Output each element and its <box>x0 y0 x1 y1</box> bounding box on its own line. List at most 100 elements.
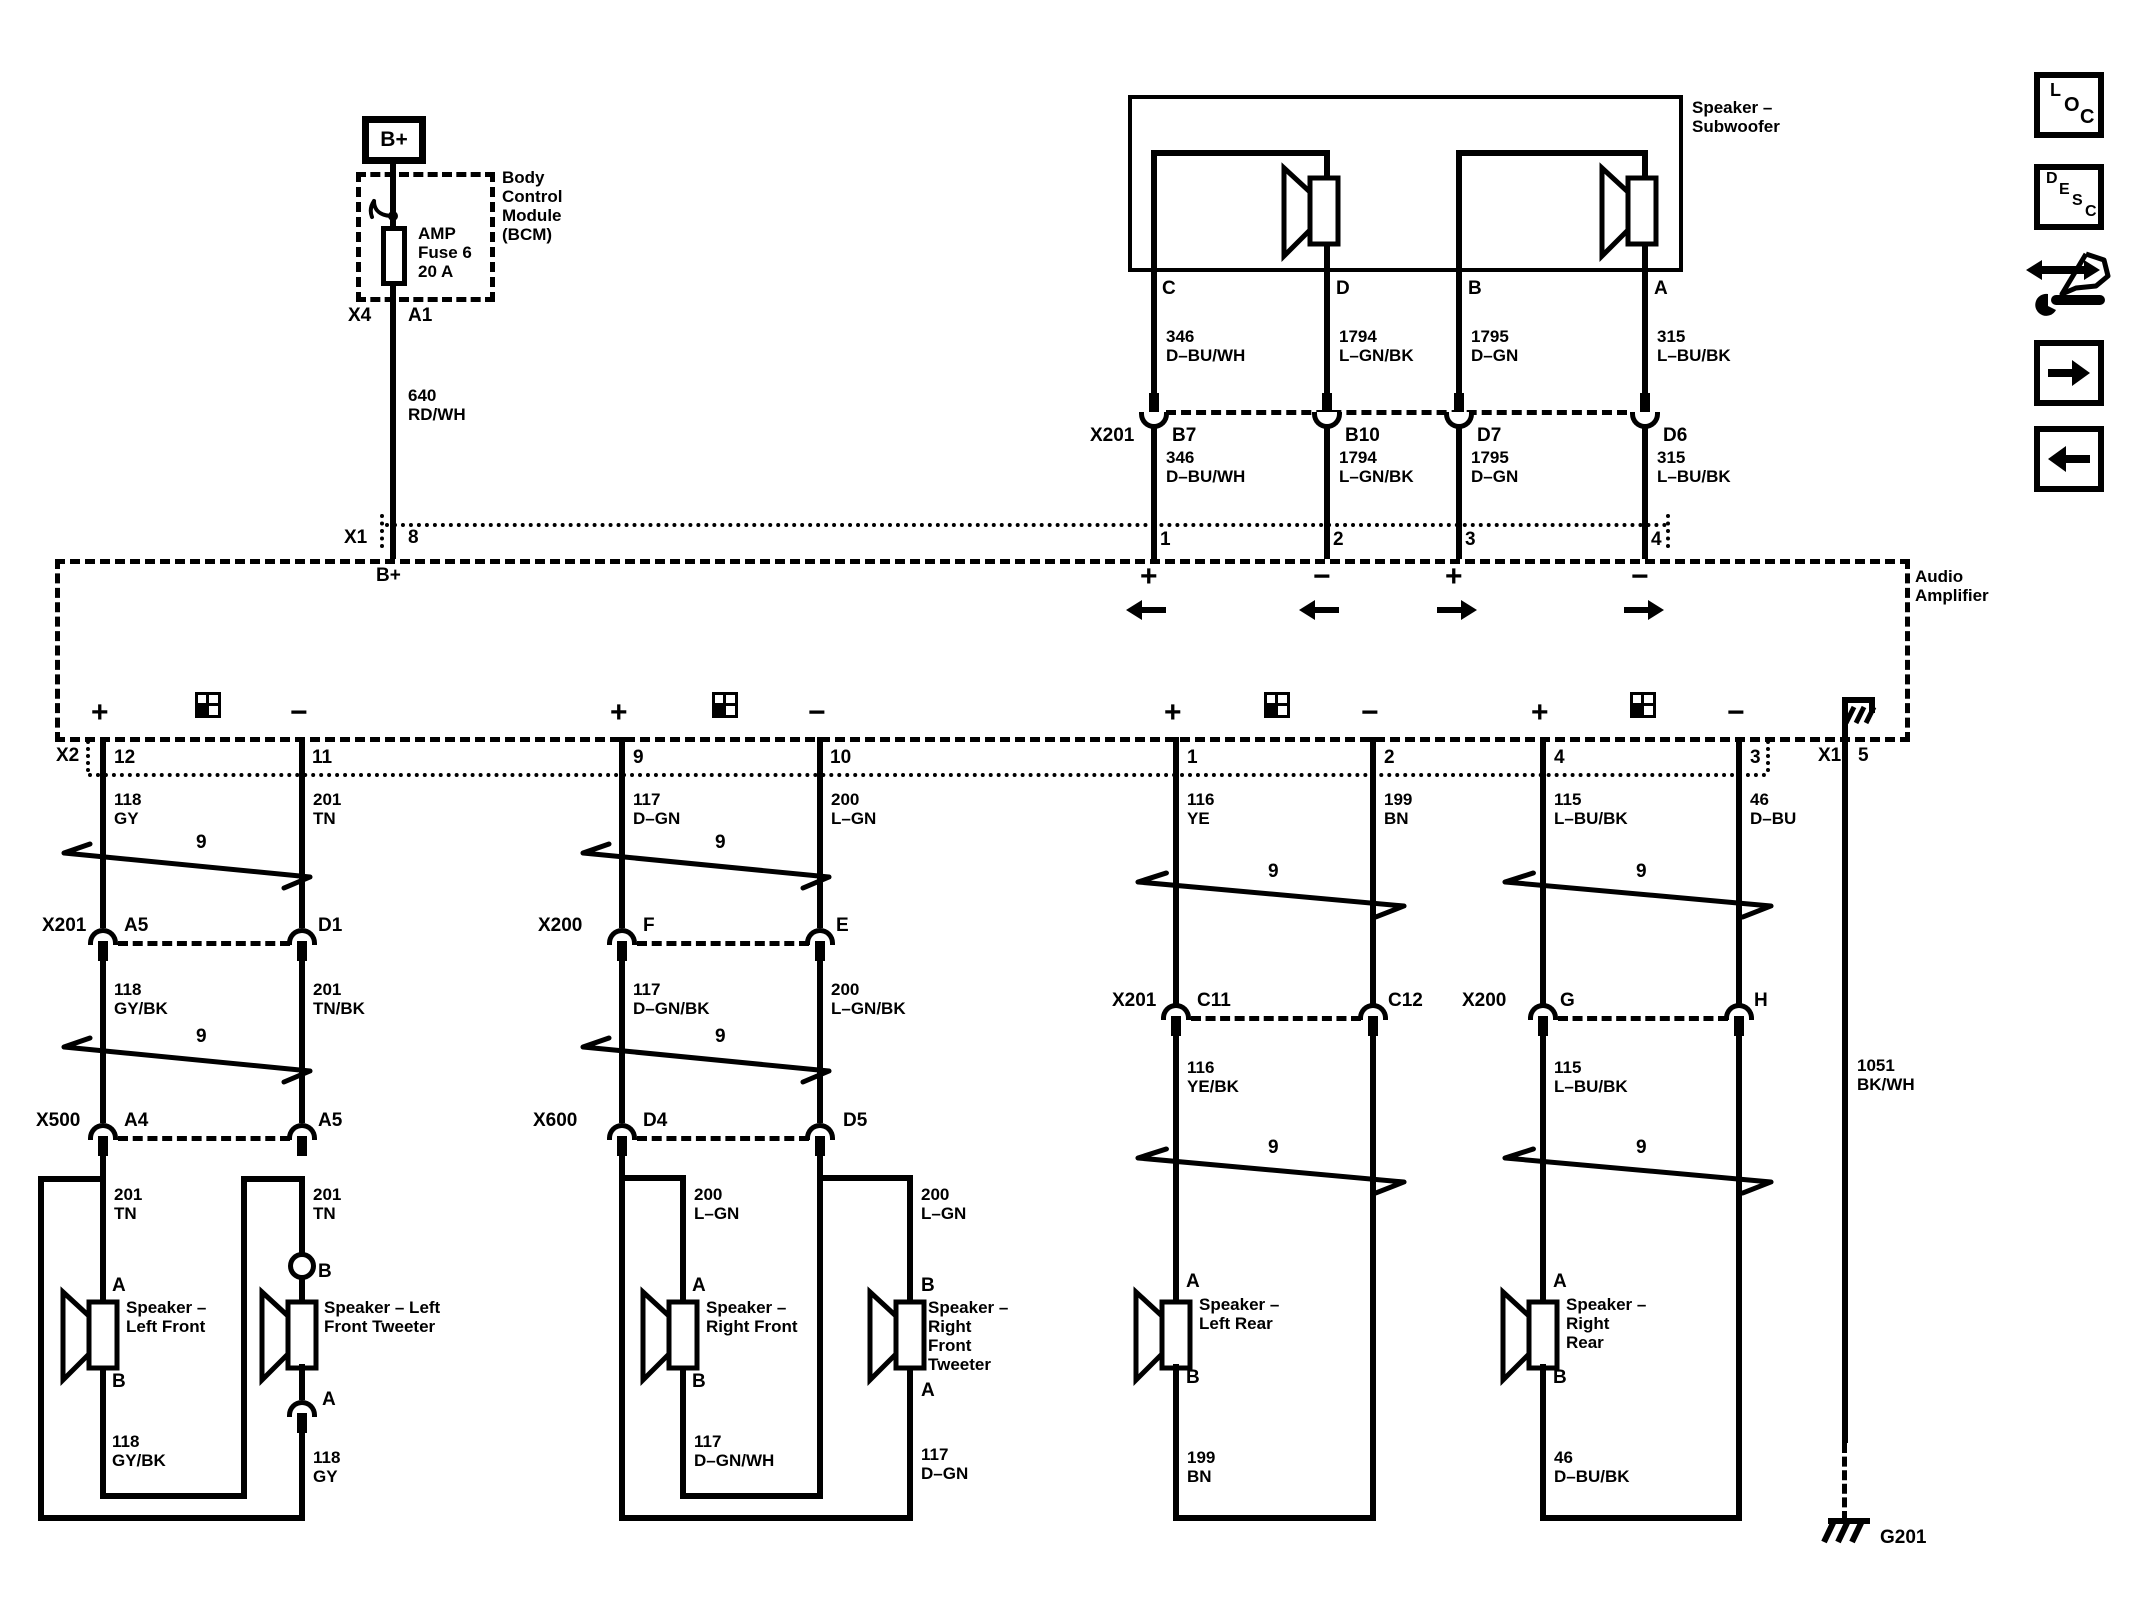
wire-label: 346 D–BU/WH <box>1166 327 1246 365</box>
polarity: − <box>1361 696 1379 729</box>
speaker-label: Speaker – Right Front Tweeter <box>928 1298 1009 1374</box>
connector-name: X201 <box>42 915 87 936</box>
polarity: + <box>1531 696 1549 729</box>
amp-pin-8: 8 <box>408 527 419 548</box>
connector-blade <box>98 941 108 961</box>
wire-label: 46 D–BU <box>1750 790 1797 828</box>
wire <box>1540 1033 1546 1310</box>
amp-pin-5: 5 <box>1858 745 1869 766</box>
connector-name: X201 <box>1112 990 1157 1011</box>
polarity: − <box>1727 696 1745 729</box>
wire <box>817 1153 823 1499</box>
wire <box>1324 424 1330 559</box>
wire <box>1456 264 1462 412</box>
connector-name: X600 <box>533 1110 578 1131</box>
connector-pin: D4 <box>643 1110 668 1131</box>
wire-label: 201 TN <box>114 1185 143 1223</box>
wire <box>907 1175 913 1310</box>
connector-line <box>1191 1016 1361 1021</box>
sub-pin: D <box>1336 278 1350 299</box>
connector-socket <box>607 1123 637 1140</box>
wire <box>241 1176 302 1182</box>
connector-line <box>118 941 290 946</box>
shield-count: 9 <box>715 832 726 853</box>
wire <box>1324 264 1330 412</box>
bcm-box-right <box>490 172 495 302</box>
wire-label: 46 D–BU/BK <box>1554 1448 1630 1486</box>
bcm-pin-a1: A1 <box>408 305 433 326</box>
wire-label: 315 L–BU/BK <box>1657 448 1731 486</box>
shield-window-icon <box>712 692 738 718</box>
wire-label: 118 GY <box>114 790 142 828</box>
connector-pin: H <box>1754 990 1768 1011</box>
connector-line <box>88 773 1768 777</box>
wire <box>907 1364 913 1521</box>
amp-pin: 3 <box>1465 529 1476 550</box>
shield-count: 9 <box>196 832 207 853</box>
wire <box>817 1175 913 1181</box>
speaker-pin: B <box>1186 1367 1200 1388</box>
signal-arrow-right <box>1437 600 1477 620</box>
connector-blade <box>98 1136 108 1156</box>
loc-letter: L <box>2050 80 2061 100</box>
amp-conn-x1: X1 <box>344 527 368 548</box>
desc-letter: S <box>2072 192 2083 209</box>
b-plus-pin-label: B+ <box>376 565 401 586</box>
wire-label: 1795 D–GN <box>1471 327 1519 365</box>
wire-label: 1794 L–GN/BK <box>1339 327 1414 365</box>
amplifier-box <box>55 559 1910 742</box>
connector-pin: B7 <box>1172 425 1197 446</box>
connector-pin: A5 <box>124 915 149 936</box>
twisted-pair <box>580 841 832 891</box>
wire <box>390 164 396 559</box>
wire-label: 346 D–BU/WH <box>1166 448 1246 486</box>
wire <box>1540 1515 1742 1521</box>
wiring-tools-icon[interactable] <box>2026 248 2114 332</box>
signal-arrow-left <box>1299 600 1339 620</box>
next-button[interactable] <box>2034 340 2104 406</box>
wire <box>1456 150 1462 272</box>
amp-pin: 3 <box>1750 747 1761 768</box>
speaker-pin: B <box>318 1261 332 1282</box>
desc-button[interactable]: D E S C <box>2034 164 2104 230</box>
wire-label: 200 L–GN <box>831 790 877 828</box>
wire <box>38 1176 104 1182</box>
wire <box>100 1493 247 1499</box>
shield-window-icon <box>195 692 221 718</box>
polarity: − <box>1631 560 1649 593</box>
connector-blade <box>297 1413 307 1433</box>
amp-pin: 10 <box>830 747 852 768</box>
wire <box>619 1175 686 1181</box>
connector-pin: A5 <box>318 1110 343 1131</box>
wire <box>1173 737 1179 1005</box>
connector-line <box>637 1136 809 1141</box>
shield-window-icon <box>1264 692 1290 718</box>
wire-label: 118 GY <box>313 1448 341 1486</box>
subwoofer-box <box>1128 95 1683 272</box>
twisted-pair <box>1135 870 1407 920</box>
speaker-label: Speaker – Right Rear <box>1566 1295 1647 1352</box>
wire-label: 1794 L–GN/BK <box>1339 448 1414 486</box>
speaker-label: Speaker – Left Front Tweeter <box>324 1298 441 1336</box>
speaker-pin: B <box>1553 1367 1567 1388</box>
wire-label: 200 L–GN/BK <box>831 980 906 1018</box>
wire <box>1370 737 1376 1005</box>
loc-button[interactable]: L O C <box>2034 72 2104 138</box>
wire <box>299 958 305 1123</box>
loc-letter: C <box>2080 106 2095 128</box>
connector-pin: F <box>643 915 655 936</box>
polarity: + <box>1140 560 1158 593</box>
amp-pin: 12 <box>114 747 136 768</box>
bcm-label: Body Control Module (BCM) <box>502 168 563 244</box>
connector-blade <box>1454 393 1464 413</box>
connector-blade <box>1171 1016 1181 1036</box>
wire-label: 201 TN <box>313 1185 342 1223</box>
connector-socket <box>1528 1003 1558 1020</box>
speaker-label: Speaker – Left Rear <box>1199 1295 1280 1333</box>
wire <box>299 737 305 928</box>
connector-line <box>118 1136 290 1141</box>
back-button[interactable] <box>2034 426 2104 492</box>
wire <box>1869 697 1875 713</box>
connector-tick <box>380 514 384 548</box>
connector-name: X201 <box>1090 425 1135 446</box>
